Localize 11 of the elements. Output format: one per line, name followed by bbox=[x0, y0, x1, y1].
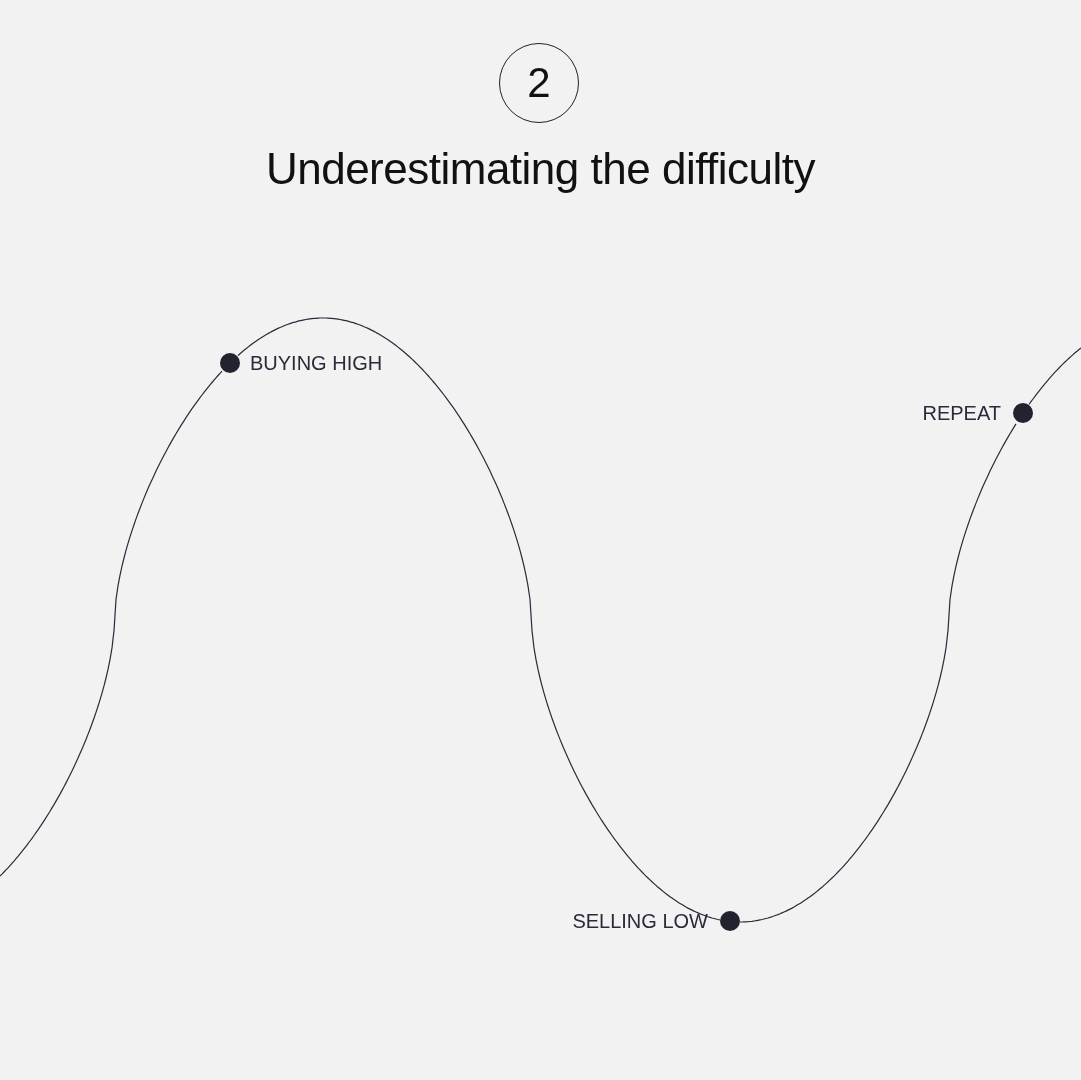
curve-line bbox=[739, 423, 1017, 923]
title: Underestimating the difficulty bbox=[264, 144, 817, 194]
data-point-dot bbox=[720, 911, 740, 932]
curve-line bbox=[0, 370, 223, 877]
point-label: BUYING HIGH bbox=[250, 350, 383, 375]
data-point-dot bbox=[1013, 403, 1033, 424]
point-label: SELLING LOW bbox=[572, 909, 708, 934]
data-point-dot bbox=[220, 352, 240, 373]
point-label: REPEAT bbox=[922, 401, 1001, 426]
curve-line bbox=[1028, 347, 1081, 406]
curve-line bbox=[237, 317, 721, 921]
